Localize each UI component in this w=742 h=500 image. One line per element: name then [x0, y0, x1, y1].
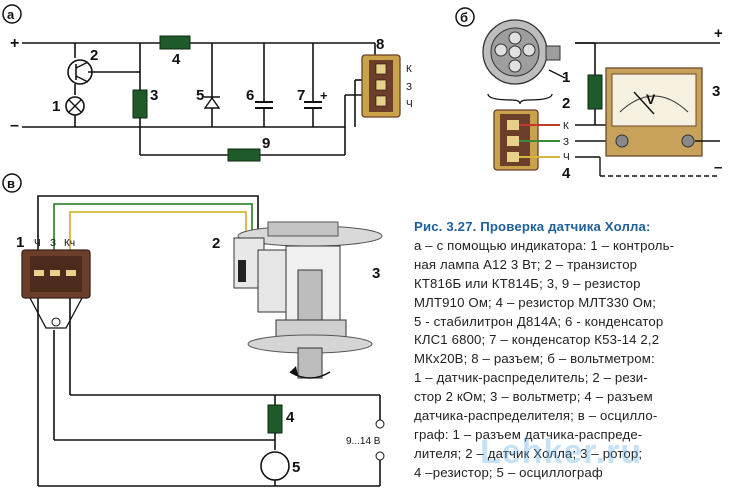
b-label-1: 1 [562, 69, 570, 86]
caption-line: 5 - стабилитрон Д814А; 6 - конденсатор [414, 313, 664, 329]
caption-line: 1 – датчик-распределитель; 2 – рези- [414, 370, 648, 386]
label-5: 5 [196, 87, 204, 104]
diagram-a-badge: а [7, 7, 15, 22]
caption-line: датчика-распределителя; в – осцилло- [414, 408, 658, 424]
caption-line: стор 2 кОм; 3 – вольтметр; 4 – разъем [414, 389, 653, 405]
caption-line: МЛТ910 Ом; 4 – резистор МЛТ330 Ом; [414, 294, 657, 310]
resistor-3 [132, 89, 148, 119]
diagram-v-badge: в [7, 176, 15, 191]
b-label-4: 4 [562, 165, 571, 182]
resistor-4 [159, 35, 191, 50]
b-minus: – [714, 159, 722, 176]
meter-v: V [646, 91, 656, 107]
label-2: 2 [90, 47, 98, 64]
badge-circle [2, 173, 22, 193]
caption-line: 4 –резистор; 5 – осциллограф [414, 464, 603, 480]
v-label-4: 4 [286, 409, 295, 426]
diagram-b-badge: б [460, 10, 468, 25]
caption-line: КТ816Б или КТ814Б; 3, 9 – резистор [414, 275, 641, 291]
v-label-5: 5 [292, 459, 300, 476]
label-3: 3 [150, 87, 158, 104]
diagram-b-voltmeter: б К З Ч + – [455, 7, 723, 182]
figure-caption: Рис. 3.27. Проверка датчика Холла: а – с… [414, 218, 740, 483]
label-8: 8 [376, 36, 384, 53]
v-label-3: 3 [372, 265, 380, 282]
oscilloscope [260, 451, 290, 481]
caption-title: Рис. 3.27. Проверка датчика Холла: [414, 219, 651, 234]
badge-circle [2, 4, 22, 24]
resistor-2k [587, 74, 603, 110]
minus-sign: – [10, 117, 19, 134]
caption-line: МКх20В; 8 – разъем; б – вольтметром: [414, 351, 655, 367]
pin-kch: Кч [64, 238, 75, 249]
wire-label-z: З [563, 137, 569, 148]
voltage-label: 9...14 В [346, 436, 381, 447]
wire-label-ch: Ч [563, 152, 570, 163]
pin-ch: Ч [34, 238, 41, 249]
pin-label-z: З [406, 82, 412, 93]
label-6: 6 [246, 87, 254, 104]
b-label-2: 2 [562, 95, 570, 112]
b-plus: + [714, 25, 723, 42]
pin-z: З [50, 238, 56, 249]
diagram-a-indicator: а + – [2, 4, 413, 162]
caption-line: граф: 1 – разъем датчика-распреде- [414, 426, 643, 442]
pin-label-ch: Ч [406, 99, 413, 110]
diagram-v-oscilloscope: в Ч З Кч 9...14 В [2, 173, 385, 487]
badge-circle [455, 7, 475, 27]
watermark: Lehker.ru [480, 433, 643, 471]
caption-line: ная лампа А12 3 Вт; 2 – транзистор [414, 256, 638, 272]
wire-label-k: К [563, 121, 569, 132]
zener-diode [203, 96, 221, 109]
label-9: 9 [262, 135, 270, 152]
capacitor-plus: + [320, 88, 328, 103]
caption-line: КЛС1 6800; 7 – конденсатор К53-14 2,2 [414, 332, 660, 348]
label-7: 7 [297, 87, 305, 104]
resistor-9 [227, 148, 261, 162]
v-label-2: 2 [212, 235, 220, 252]
plus-sign: + [10, 35, 19, 52]
pin-label-k: К [406, 64, 412, 75]
b-label-3: 3 [712, 83, 720, 100]
label-4: 4 [172, 51, 181, 68]
caption-line: лителя; 2 – датчик Холла; 3 – ротор; [414, 445, 643, 461]
caption-line: а – с помощью индикатора: 1 – контроль- [414, 237, 675, 253]
v-label-1: 1 [16, 234, 24, 251]
label-1: 1 [52, 98, 60, 115]
v-resistor-4 [267, 404, 283, 434]
